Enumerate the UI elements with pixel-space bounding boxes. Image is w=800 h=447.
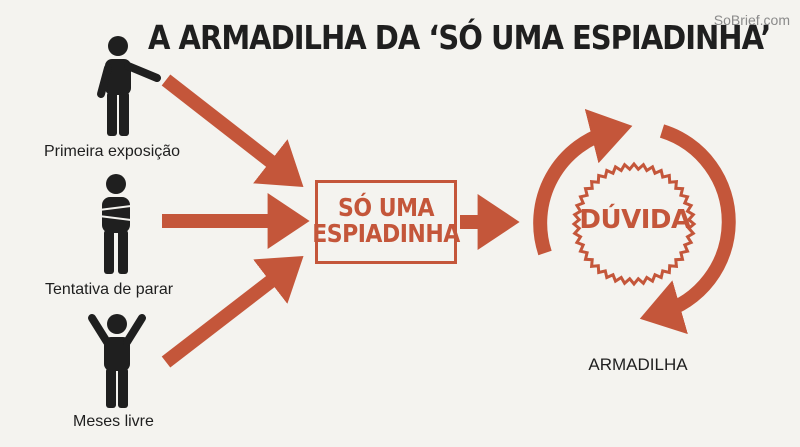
cycle-arc-upper [533, 108, 633, 256]
doubt-seal [571, 161, 697, 287]
trap-label: ARMADILHA [588, 355, 688, 374]
box-line-2: ESPIADINHA [312, 220, 460, 249]
label-months-free: Meses livre [73, 413, 154, 430]
page-title: A ARMADILHA DA ‘SÓ UMA ESPIADINHA’ [148, 18, 771, 58]
watermark: SoBrief.com [713, 12, 790, 28]
just-a-peek-box: SÓ UMA ESPIADINHA [312, 180, 460, 264]
arrow-from-first-exposure [161, 74, 304, 188]
person-arms-crossed-icon [98, 174, 132, 274]
label-stop-attempt: Tentativa de parar [45, 281, 174, 298]
box-line-1: SÓ UMA [338, 194, 435, 223]
cycle-arc-right [639, 124, 736, 335]
person-arms-raised-icon [88, 314, 146, 408]
doubt-word: DÚVIDA [579, 205, 691, 235]
label-first-exposure: Primeira exposição [44, 143, 181, 160]
person-pointing-icon [97, 36, 161, 136]
arrow-from-months-free [161, 256, 304, 368]
